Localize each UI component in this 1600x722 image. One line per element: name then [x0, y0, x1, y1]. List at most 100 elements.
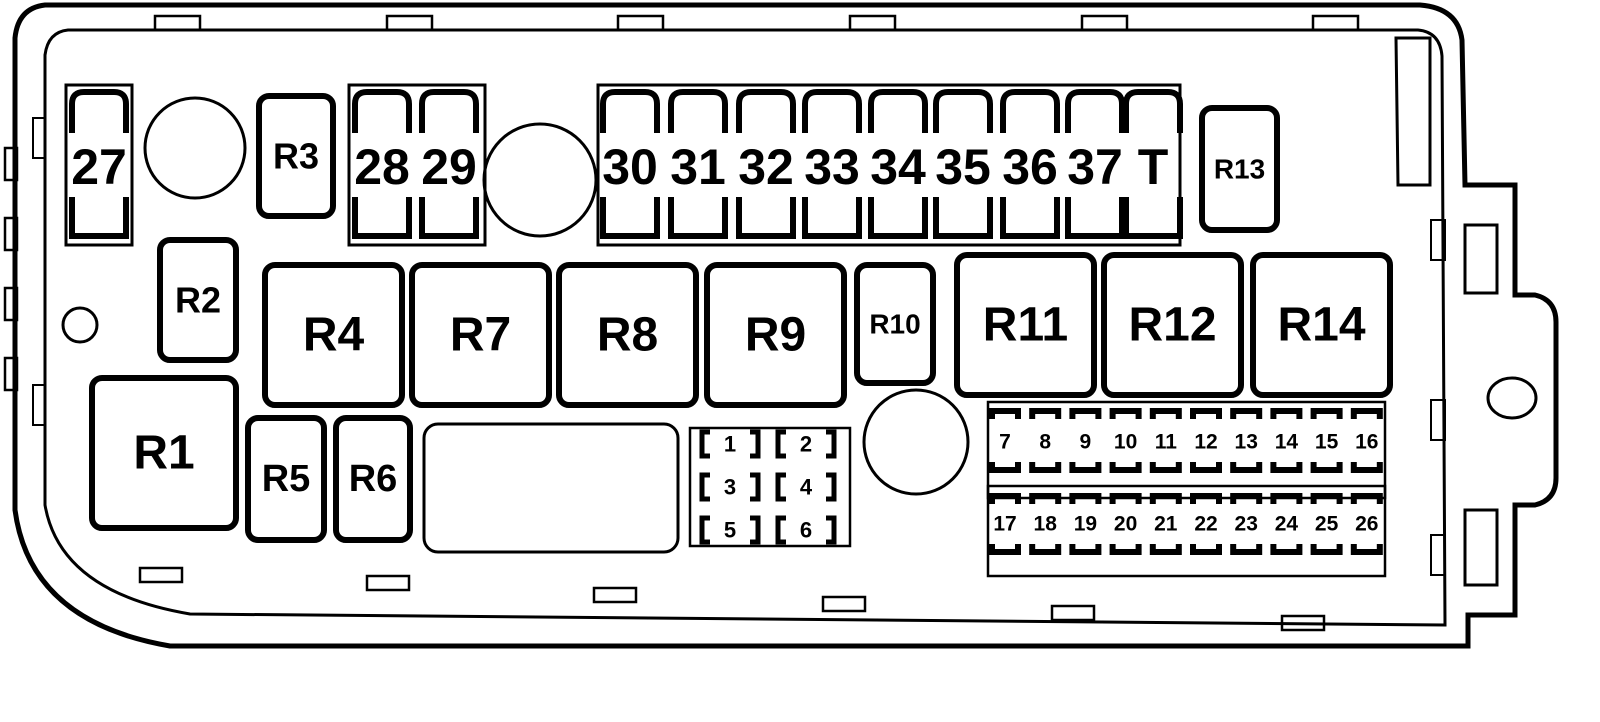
relay-body: [157, 237, 239, 363]
fuse-contact-bottom: [1350, 544, 1383, 555]
small-fuse-3[interactable]: 3: [699, 472, 761, 502]
small-fuse-5[interactable]: 5: [699, 515, 761, 545]
fuse-blade-bottom: [868, 197, 928, 239]
fuse-blade-top: [933, 89, 993, 133]
fuse-27[interactable]: 27: [69, 89, 129, 239]
fuse-contact: [699, 472, 710, 502]
right-inner-bracket: [1394, 36, 1432, 187]
mini-fuse-7[interactable]: 7: [989, 408, 1021, 473]
relay-R1[interactable]: R1: [89, 375, 239, 531]
mini-fuse-19[interactable]: 19: [1069, 493, 1102, 555]
mini-fuse-10[interactable]: 10: [1109, 408, 1142, 473]
bottom-clip: [138, 566, 184, 584]
bottom-clip: [365, 574, 411, 592]
relay-R2[interactable]: R2: [157, 237, 239, 363]
mini-fuse-16[interactable]: 16: [1350, 408, 1383, 473]
fuse-contact-top: [1029, 408, 1062, 419]
fuse-blade-bottom: [352, 197, 412, 239]
relay-R4[interactable]: R4: [262, 262, 405, 408]
mini-fuse-14[interactable]: 14: [1270, 408, 1303, 473]
fuse-label: 5: [724, 518, 736, 543]
fuse-contact-top: [1149, 408, 1182, 419]
bottom-clip: [1050, 604, 1096, 622]
relay-R6[interactable]: R6: [333, 415, 413, 543]
fuse-contact-top: [989, 408, 1021, 419]
round-socket: [862, 388, 970, 496]
fuse-32[interactable]: 32: [736, 89, 796, 239]
small-fuse-6[interactable]: 6: [775, 515, 837, 545]
top-clip: [848, 14, 897, 32]
relay-label: R8: [597, 309, 658, 362]
left-clip: [3, 216, 19, 252]
mini-fuse-25[interactable]: 25: [1310, 493, 1343, 555]
fuse-31[interactable]: 31: [668, 89, 728, 239]
fuse-label: 7: [999, 431, 1011, 454]
fuse-contact-bottom: [1270, 462, 1303, 473]
fuse-contact-bottom: [1069, 544, 1102, 555]
fuse-label: 31: [670, 139, 726, 195]
mini-fuse-22[interactable]: 22: [1190, 493, 1222, 555]
fuse-label: 15: [1315, 431, 1339, 454]
relay-R14[interactable]: R14: [1250, 252, 1393, 398]
fuse-34[interactable]: 34: [868, 89, 928, 239]
small-fuse-2[interactable]: 2: [775, 429, 837, 459]
relay-R5[interactable]: R5: [245, 415, 327, 543]
fuse-contact: [750, 472, 761, 502]
small-fuse-4[interactable]: 4: [775, 472, 837, 502]
fuse-label: 22: [1194, 513, 1217, 536]
fuse-contact-top: [1069, 493, 1102, 504]
fuse-label: 30: [602, 139, 658, 195]
fuse-label: 13: [1235, 431, 1258, 454]
fuse-label: 35: [935, 139, 991, 195]
fuse-contact-bottom: [1310, 544, 1343, 555]
fuse-blade-top: [736, 89, 796, 133]
mini-fuse-17[interactable]: 17: [989, 493, 1021, 555]
relay-R8[interactable]: R8: [556, 262, 699, 408]
relay-R3[interactable]: R3: [256, 93, 336, 219]
bottom-clip: [821, 595, 867, 613]
bottom-clip: [1280, 614, 1326, 632]
fuse-T[interactable]: T: [1123, 89, 1183, 239]
mini-fuse-18[interactable]: 18: [1029, 493, 1062, 555]
relay-R12[interactable]: R12: [1101, 252, 1244, 398]
bottom-clip: [592, 586, 638, 604]
mini-fuse-26[interactable]: 26: [1350, 493, 1383, 555]
blank-module-slot: [422, 422, 680, 554]
mini-fuse-15[interactable]: 15: [1310, 408, 1343, 473]
relay-label: R6: [349, 458, 398, 500]
fuse-contact-top: [1350, 408, 1383, 419]
fuse-contact-top: [1310, 493, 1343, 504]
relay-R10[interactable]: R10: [854, 262, 936, 386]
top-clip: [1311, 14, 1360, 32]
relay-body: [704, 262, 847, 408]
fuse-label: 25: [1315, 513, 1339, 536]
relay-R13[interactable]: R13: [1199, 105, 1280, 233]
fuse-28[interactable]: 28: [352, 89, 412, 239]
relay-R9[interactable]: R9: [704, 262, 847, 408]
small-fuse-1[interactable]: 1: [699, 429, 761, 459]
fuse-contact-top: [1270, 493, 1303, 504]
fuse-blade-top: [668, 89, 728, 133]
mini-fuse-row-lower: [986, 484, 1387, 578]
mini-fuse-20[interactable]: 20: [1109, 493, 1142, 555]
mini-fuse-23[interactable]: 23: [1230, 493, 1263, 555]
mini-fuse-12[interactable]: 12: [1190, 408, 1222, 473]
fuse-36[interactable]: 36: [1000, 89, 1060, 239]
relay-R11[interactable]: R11: [954, 252, 1097, 398]
fuse-blade-top: [419, 89, 479, 133]
fuse-contact: [750, 429, 761, 459]
fuse-35[interactable]: 35: [933, 89, 993, 239]
mini-fuse-24[interactable]: 24: [1270, 493, 1303, 555]
fuse-29[interactable]: 29: [419, 89, 479, 239]
relay-R7[interactable]: R7: [409, 262, 552, 408]
mini-fuse-8[interactable]: 8: [1029, 408, 1062, 473]
mini-fuse-21[interactable]: 21: [1149, 493, 1182, 555]
mini-fuse-9[interactable]: 9: [1069, 408, 1102, 473]
fuse-37[interactable]: 37: [1065, 89, 1125, 239]
fuse-blade-top: [69, 89, 129, 133]
mini-fuse-11[interactable]: 11: [1149, 408, 1182, 473]
fuse-33[interactable]: 33: [802, 89, 862, 239]
mini-fuse-13[interactable]: 13: [1230, 408, 1263, 473]
fuse-30[interactable]: 30: [600, 89, 660, 239]
